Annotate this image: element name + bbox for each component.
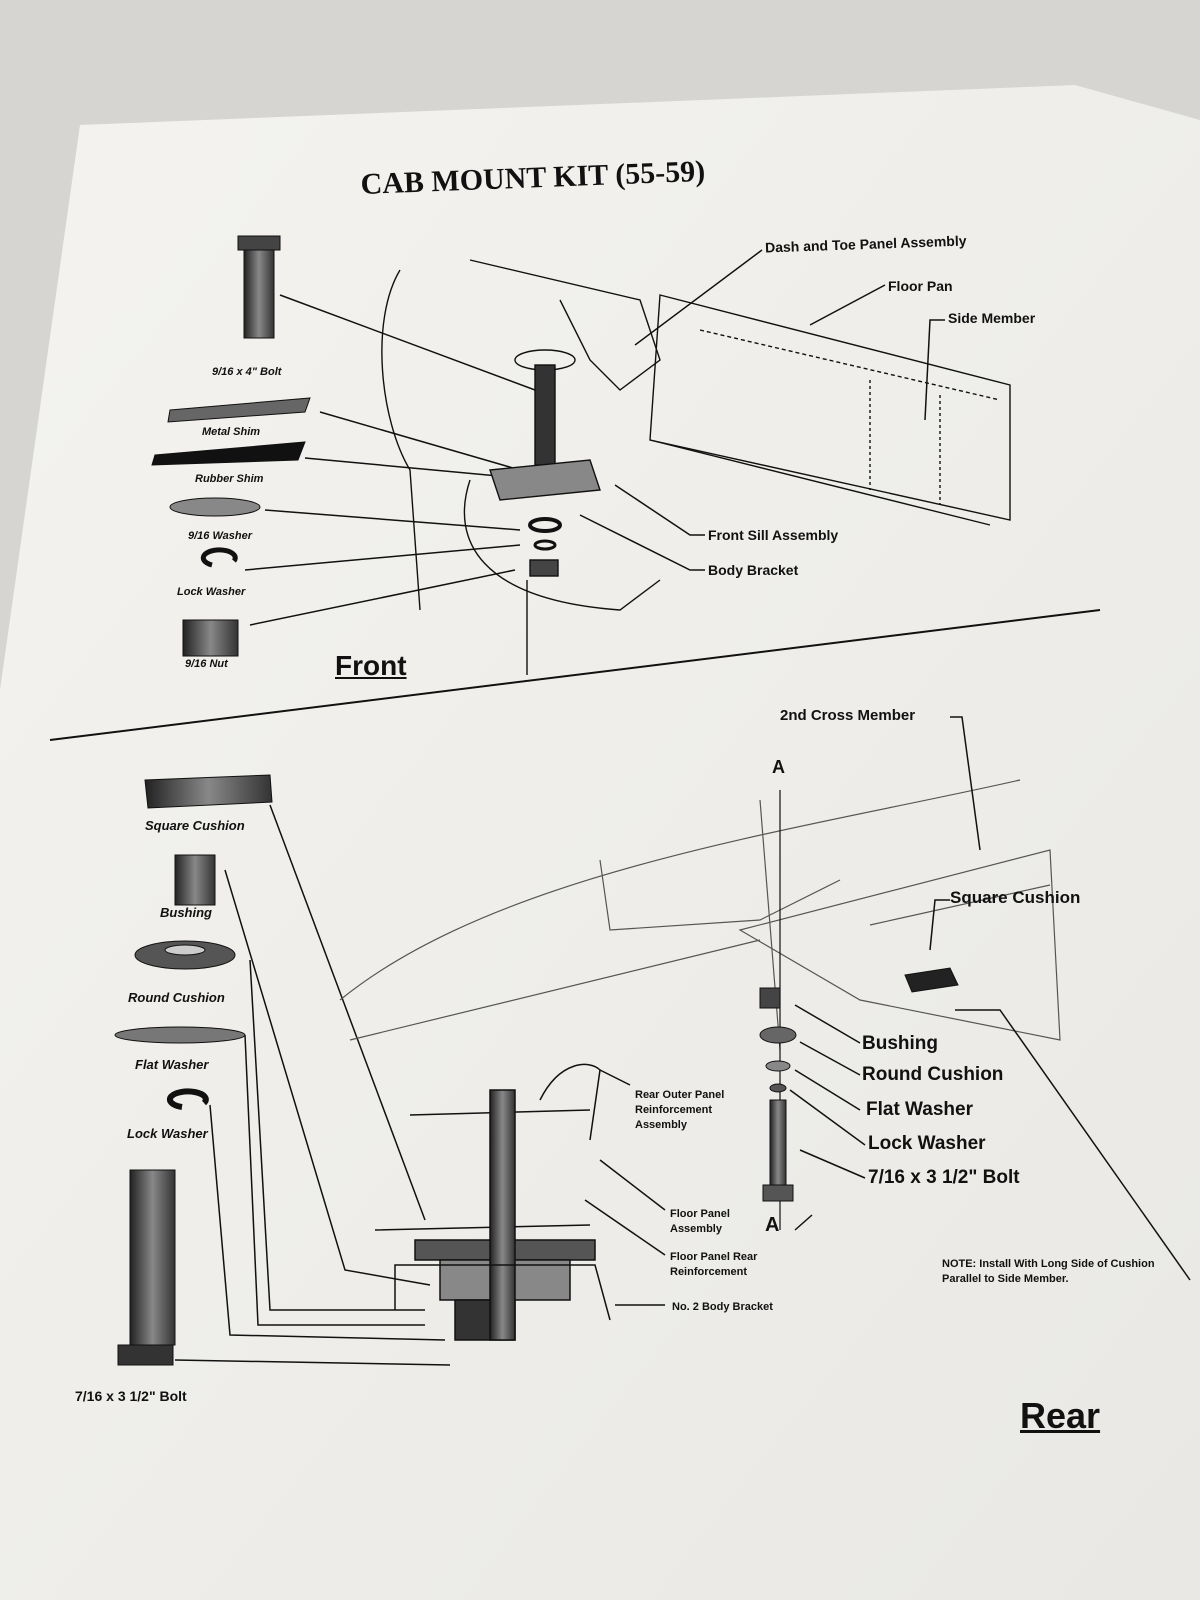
callout-rear-outer-panel: Rear Outer Panel Reinforcement Assembly bbox=[635, 1089, 725, 1131]
rear-frame-drawing bbox=[339, 779, 1061, 1051]
callout-round-cushion: Round Cushion bbox=[862, 1064, 1004, 1085]
rear-callout-arrows bbox=[789, 716, 1191, 1281]
part-label-square-cushion: Square Cushion bbox=[145, 818, 245, 833]
part-label-rubber-shim: Rubber Shim bbox=[195, 473, 264, 485]
part-label-flat-washer: Flat Washer bbox=[135, 1057, 209, 1072]
part-label-lock-washer: Lock Washer bbox=[177, 586, 246, 598]
part-label-nut: 9/16 Nut bbox=[185, 658, 228, 670]
callout-front-sill: Front Sill Assembly bbox=[708, 527, 839, 543]
rear-section-detail bbox=[374, 1063, 666, 1341]
rear-exploded-stack bbox=[759, 790, 959, 1230]
callout-floor-panel-assembly: Floor Panel Assembly bbox=[670, 1208, 730, 1235]
part-label-round-cushion: Round Cushion bbox=[128, 990, 225, 1005]
part-label-bushing: Bushing bbox=[160, 905, 212, 920]
callout-bushing: Bushing bbox=[862, 1033, 938, 1054]
callout-no2-body-bracket: No. 2 Body Bracket bbox=[672, 1301, 773, 1313]
callout-side-member: Side Member bbox=[948, 310, 1036, 326]
front-assembly-drawing bbox=[381, 259, 1011, 675]
part-label-lock-washer-rear: Lock Washer bbox=[127, 1126, 208, 1141]
callout-bolt: 7/16 x 3 1/2" Bolt bbox=[868, 1167, 1020, 1188]
section-mark-top: A bbox=[772, 757, 785, 777]
callout-square-cushion: Square Cushion bbox=[950, 888, 1081, 907]
callout-floor-pan: Floor Pan bbox=[888, 278, 953, 294]
front-parts-illustrations bbox=[151, 235, 311, 657]
callout-2nd-cross-member: 2nd Cross Member bbox=[780, 707, 916, 724]
front-callout-arrows bbox=[579, 249, 945, 571]
section-label-front: Front bbox=[335, 650, 407, 681]
part-label-metal-shim: Metal Shim bbox=[202, 426, 261, 438]
callout-lock-washer: Lock Washer bbox=[868, 1133, 986, 1154]
part-label-washer: 9/16 Washer bbox=[188, 530, 253, 542]
section-divider bbox=[49, 609, 1101, 741]
rear-leader-lines bbox=[174, 804, 451, 1366]
callout-body-bracket: Body Bracket bbox=[708, 562, 799, 578]
section-label-rear: Rear bbox=[1020, 1395, 1101, 1436]
install-note: NOTE: Install With Long Side of Cushion … bbox=[942, 1258, 1155, 1285]
part-label-bolt: 9/16 x 4" Bolt bbox=[212, 366, 282, 378]
part-label-bolt-rear: 7/16 x 3 1/2" Bolt bbox=[75, 1388, 187, 1404]
callout-flat-washer: Flat Washer bbox=[866, 1099, 973, 1120]
rear-parts-illustrations bbox=[114, 774, 273, 1366]
section-mark-bottom: A bbox=[765, 1214, 780, 1236]
callout-floor-panel-rear-reinforcement: Floor Panel Rear Reinforcement bbox=[670, 1251, 758, 1278]
